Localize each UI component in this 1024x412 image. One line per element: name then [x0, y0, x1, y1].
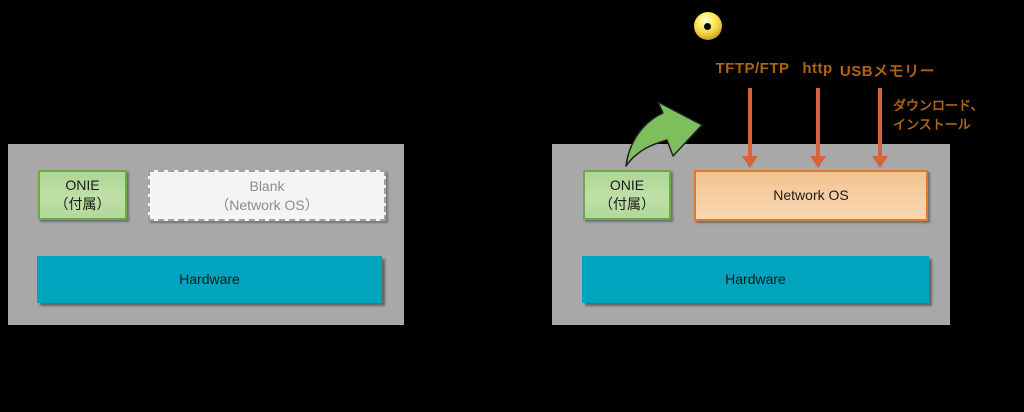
download-arrow-http-icon: [810, 88, 826, 168]
hardware-box-left: Hardware: [37, 256, 382, 303]
onie-sublabel: （付属）: [54, 196, 111, 212]
network-os-box: Network OS: [694, 170, 928, 221]
tftp-ftp-label: TFTP/FTP: [715, 60, 790, 77]
onie-label: ONIE: [609, 177, 645, 194]
note-line-2: インストール: [893, 117, 971, 132]
sphere-center-dot: [704, 23, 711, 30]
hardware-label: Hardware: [725, 271, 786, 288]
network-os-label: Network OS: [773, 187, 849, 204]
switch-before-box: ONIE （付属） Blank （Network OS） Hardware: [8, 144, 404, 325]
gold-sphere-icon: [694, 12, 722, 40]
blank-label: Blank: [249, 177, 285, 194]
curved-arrow-icon: [625, 101, 703, 167]
blank-sublabel: （Network OS）: [215, 196, 319, 213]
note-line-1: ダウンロード、: [893, 98, 984, 113]
hardware-box-right: Hardware: [582, 256, 929, 303]
http-label: http: [802, 60, 833, 77]
switch-after-box: ONIE （付属） Network OS Hardware: [552, 144, 950, 325]
usb-memory-label: USBメモリー: [839, 63, 936, 80]
onie-label: ONIE: [65, 177, 100, 194]
onie-sublabel: （付属）: [599, 196, 655, 212]
blank-os-box: Blank （Network OS）: [148, 170, 386, 221]
onie-box-left: ONIE （付属）: [38, 170, 127, 220]
download-arrow-usb-icon: [872, 88, 888, 168]
hardware-label: Hardware: [179, 271, 240, 288]
download-install-note: ダウンロード、 インストール: [893, 96, 1021, 134]
onie-box-right: ONIE （付属）: [583, 170, 671, 220]
download-arrow-tftp-icon: [742, 88, 758, 168]
